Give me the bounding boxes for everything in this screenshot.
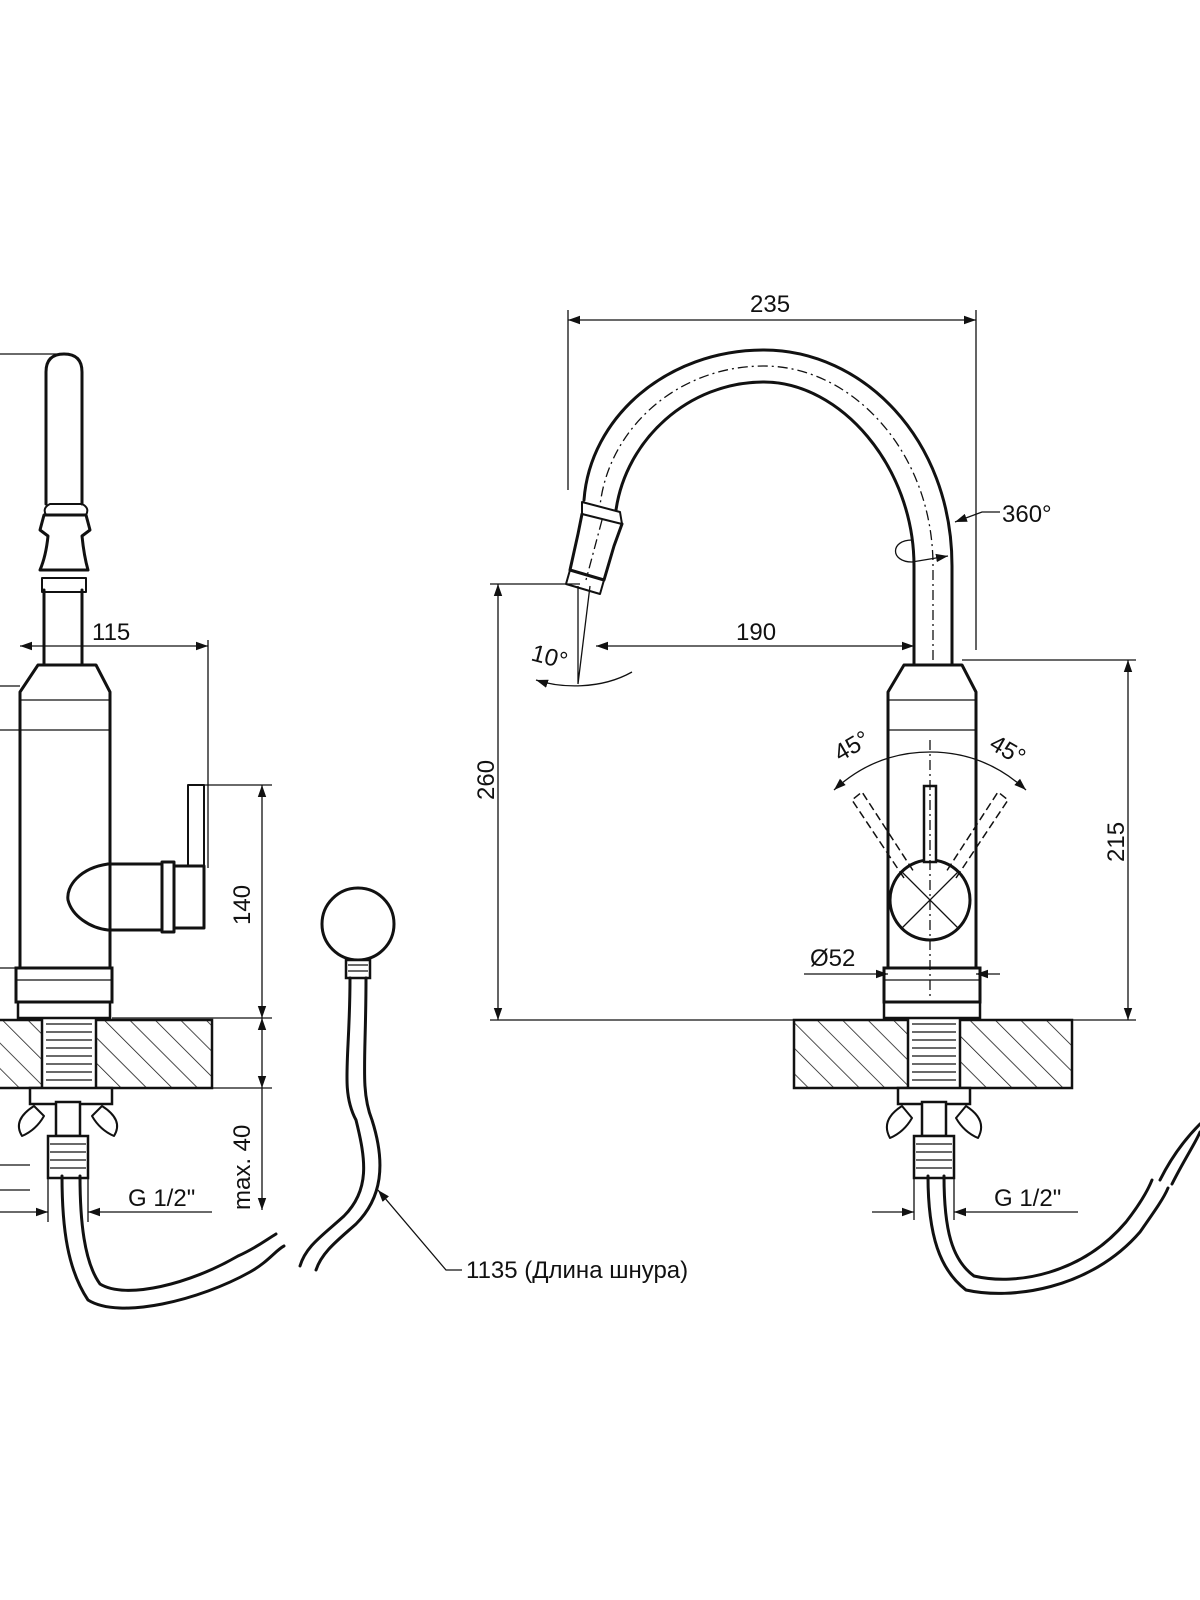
front-wing-nut [886, 1105, 982, 1139]
cable-length-label: 1135 (Длина шнура) [466, 1257, 688, 1284]
side-countertop [0, 1018, 214, 1090]
front-lever-left-angle-label: 45° [830, 726, 875, 768]
plug-ball [320, 886, 396, 962]
power-plug-assembly: 1135 (Длина шнура) [298, 886, 688, 1284]
front-body-diameter-label: Ø52 [810, 945, 855, 972]
side-inlet-hose [60, 1174, 286, 1310]
front-total-height-label: 260 [473, 760, 500, 800]
side-mount-thickness-label: max. 40 [229, 1125, 256, 1210]
plug-neck [344, 958, 372, 980]
front-gooseneck-spout [614, 380, 916, 667]
side-thread-label: G 1/2" [128, 1185, 195, 1212]
side-lever [106, 860, 206, 934]
front-body [886, 663, 978, 970]
front-lower-thread [912, 1134, 956, 1180]
front-body-height-label: 215 [1103, 822, 1130, 862]
front-spout-reach-label: 190 [736, 619, 776, 646]
front-width-label: 235 [750, 291, 790, 318]
front-rotation-label: 360° [1002, 501, 1052, 528]
side-spout-height-label: 115 [92, 619, 130, 646]
power-cable [298, 976, 366, 1268]
side-wing-nut [18, 1105, 118, 1137]
front-thread-label: G 1/2" [994, 1185, 1061, 1212]
front-view: 360° 235 190 10° 260 215 45° 45° Ø52 G 1… [473, 291, 1200, 1295]
front-inlet-hose [926, 1174, 1170, 1295]
rotation-indicator [895, 539, 949, 563]
front-lever-right-angle-label: 45° [985, 730, 1030, 772]
side-spout [42, 588, 84, 667]
side-view: 115 140 max. 40 G 1/2" [0, 352, 286, 1310]
side-body [18, 663, 112, 970]
front-tilt-label: 10° [528, 640, 570, 675]
side-lever-height-label: 140 [229, 885, 256, 925]
side-lower-thread [46, 1134, 90, 1180]
